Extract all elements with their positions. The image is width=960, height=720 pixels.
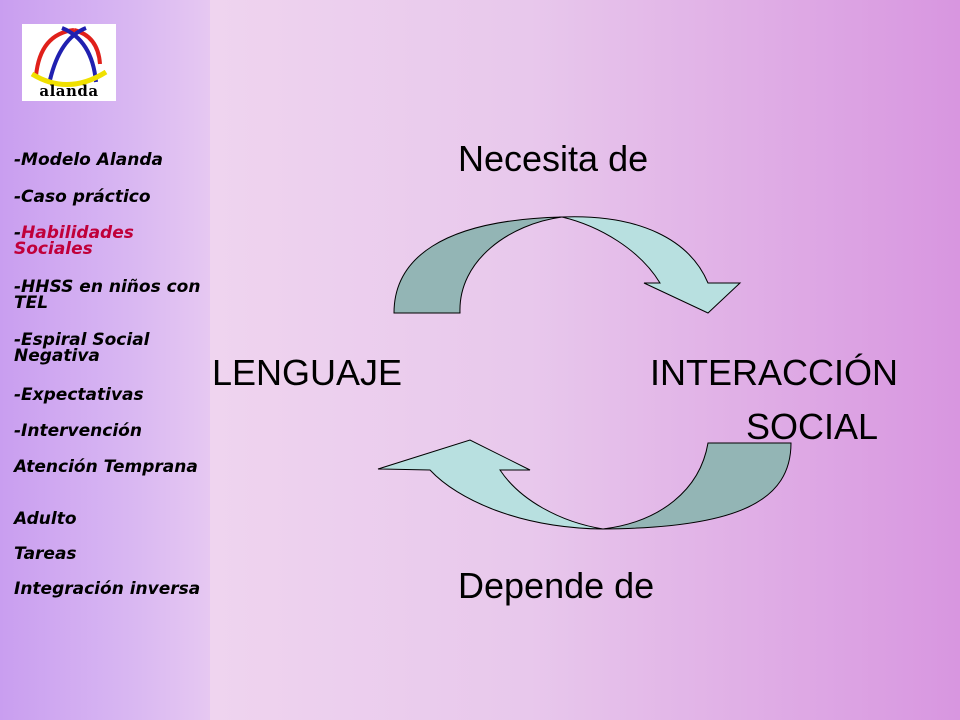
menu-item-expectativas[interactable]: -Expectativas	[14, 385, 144, 405]
menu-item-caso-practico[interactable]: -Caso práctico	[14, 187, 151, 207]
menu-item-espiral-social[interactable]: -Espiral Social Negativa	[14, 330, 150, 366]
menu-item-integracion-inversa[interactable]: Integración inversa	[14, 579, 201, 599]
label-social: SOCIAL	[746, 406, 879, 447]
logo-text: alanda	[39, 82, 99, 100]
menu-item-intervencion[interactable]: -Intervención	[14, 421, 142, 441]
label-necesita-de: Necesita de	[458, 138, 649, 179]
menu-item-tareas[interactable]: Tareas	[14, 544, 77, 564]
top-arrow-light-segment	[561, 216, 742, 314]
sidebar: alanda -Modelo Alanda -Caso práctico -Ha…	[0, 0, 210, 720]
label-interaccion: INTERACCIÓN	[650, 352, 899, 393]
menu-item-modelo-alanda[interactable]: -Modelo Alanda	[14, 150, 163, 170]
label-lenguaje: LENGUAJE	[212, 352, 403, 393]
menu-item-adulto[interactable]: Adulto	[14, 509, 77, 529]
bottom-arrow-light-segment	[377, 439, 604, 530]
menu-item-dash: -	[14, 223, 22, 243]
menu-item-habilidades-sociales[interactable]: -Habilidades Sociales	[14, 223, 206, 259]
menu-item-atencion-temprana[interactable]: Atención Temprana	[14, 457, 198, 477]
top-arrow-dark-segment	[393, 216, 563, 314]
bottom-arrow-dark-segment	[602, 442, 792, 530]
alanda-logo: alanda	[22, 24, 116, 101]
logo-arcs-icon	[30, 26, 108, 87]
label-depende-de: Depende de	[458, 565, 655, 606]
menu-item-label: Habilidades Sociales	[14, 223, 134, 259]
menu-item-hhss-tel[interactable]: -HHSS en niños con TEL	[14, 277, 201, 313]
